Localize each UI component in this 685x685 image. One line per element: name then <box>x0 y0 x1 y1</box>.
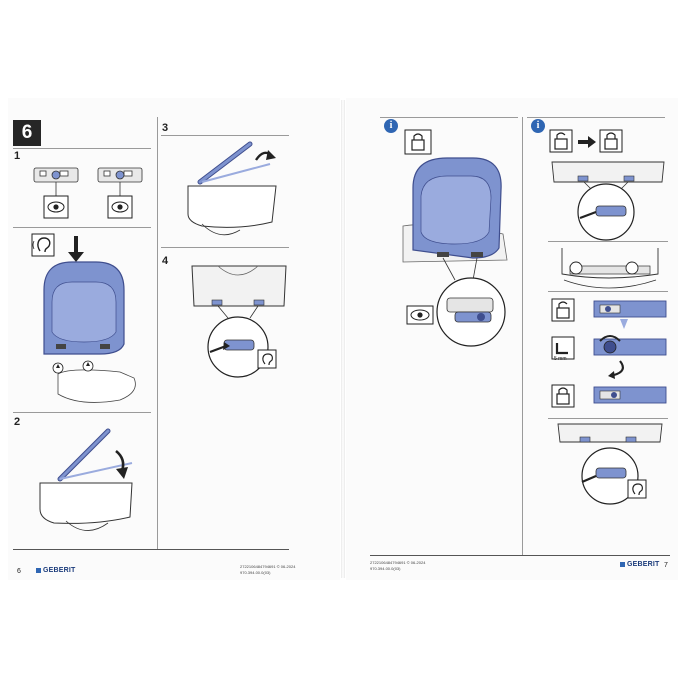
section-number: 6 <box>13 120 41 146</box>
ear-icon <box>257 349 277 369</box>
brand-logo: GEBERIT <box>36 567 76 574</box>
footer-rule <box>370 555 670 556</box>
seat-mounting-illustration <box>31 233 136 403</box>
page-gutter <box>341 100 345 578</box>
unlock-to-lock-illustration <box>549 129 665 241</box>
seat-locked-illustration <box>402 129 508 347</box>
divider <box>161 247 289 248</box>
doc-code-line1: 2722106484794691 © 06-2024 <box>370 560 426 565</box>
lock-icon <box>404 129 432 155</box>
eye-icon <box>43 195 69 219</box>
arrow-down-icon <box>620 319 628 329</box>
hex-key-icon <box>551 336 575 360</box>
step-2-label: 2 <box>14 416 21 428</box>
brand-name: GEBERIT <box>43 567 76 574</box>
arrow-down-icon <box>116 467 128 479</box>
eye-icon <box>107 195 133 219</box>
step-4-label: 4 <box>162 255 169 267</box>
divider <box>13 412 151 413</box>
step-2-illustration <box>39 428 133 531</box>
final-check-illustration <box>557 423 663 505</box>
column-divider <box>522 117 523 555</box>
lock-icon <box>551 384 575 408</box>
divider <box>527 117 665 118</box>
arrow-right-icon <box>578 136 596 148</box>
divider <box>161 135 289 136</box>
toilet-cross-section <box>561 248 659 289</box>
step-4-illustration <box>191 265 287 378</box>
step-1-label: 1 <box>14 150 21 162</box>
divider <box>548 418 668 419</box>
divider <box>548 241 668 242</box>
info-icon: i <box>531 119 545 133</box>
page-number: 7 <box>664 562 668 569</box>
step-3-label: 3 <box>162 122 169 134</box>
column-divider <box>157 117 158 549</box>
doc-code-line1: 2722106484794691 © 06-2024 <box>240 564 296 569</box>
lock-icon <box>599 129 623 153</box>
ear-icon <box>31 233 55 257</box>
doc-code-line2: 970.394.00.0(03) <box>240 570 271 575</box>
doc-code-line2: 970.394.00.0(03) <box>370 566 401 571</box>
bracket-left <box>33 167 79 183</box>
arrow-down-icon <box>68 236 84 262</box>
divider <box>13 148 151 149</box>
ear-icon <box>627 479 647 499</box>
eye-icon <box>406 305 434 325</box>
hex-key-size: 5 mm <box>554 356 567 362</box>
divider <box>13 227 151 228</box>
footer-rule <box>13 549 289 550</box>
brand-logo: GEBERIT <box>620 561 660 568</box>
arrow-up-icon <box>266 150 276 160</box>
page-number: 6 <box>17 568 21 575</box>
unlock-icon <box>551 298 575 322</box>
unlock-icon <box>549 129 573 153</box>
brand-name: GEBERIT <box>627 561 660 568</box>
divider <box>548 291 668 292</box>
step-3-illustration <box>187 141 277 236</box>
divider <box>380 117 518 118</box>
info-icon: i <box>384 119 398 133</box>
bracket-right <box>97 167 143 183</box>
hex-key-sequence <box>551 298 667 408</box>
step-1-bracket-illustration <box>33 167 143 219</box>
